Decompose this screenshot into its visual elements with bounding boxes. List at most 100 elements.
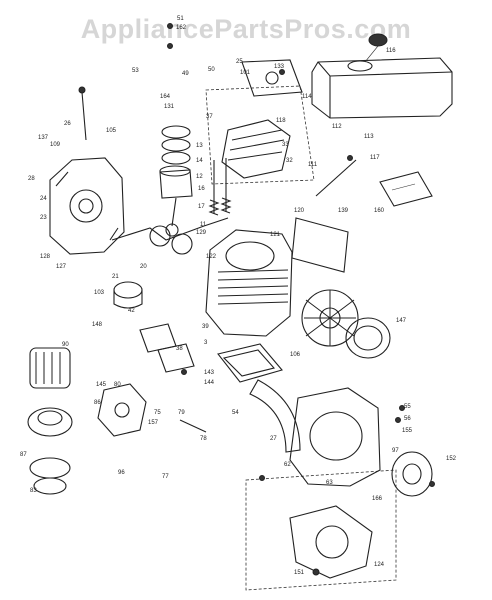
owners-manual xyxy=(379,171,433,207)
callout-96: 96 xyxy=(118,470,125,476)
base-plate xyxy=(217,343,283,383)
callout-148: 148 xyxy=(92,322,103,328)
callout-labels: 51 162 50 49 53 164 101 25 133 116 114 1… xyxy=(20,16,457,576)
callout-112: 112 xyxy=(332,124,342,130)
valve-springs xyxy=(208,158,232,216)
callout-26: 26 xyxy=(64,121,71,127)
intake-gaskets xyxy=(139,323,195,373)
flywheel xyxy=(301,289,359,347)
callout-56: 56 xyxy=(404,416,411,422)
callout-3: 3 xyxy=(204,340,208,346)
callout-50: 50 xyxy=(208,67,215,73)
callout-109: 109 xyxy=(50,142,61,148)
callout-155: 155 xyxy=(402,428,413,434)
callout-114: 114 xyxy=(302,94,312,100)
callout-113: 113 xyxy=(364,134,374,140)
callout-20: 20 xyxy=(140,264,147,270)
callout-63: 63 xyxy=(326,480,333,486)
callout-147: 147 xyxy=(396,318,407,324)
cylinder-block xyxy=(205,229,293,337)
air-cleaner-base xyxy=(29,457,71,495)
air-baffle xyxy=(249,379,301,453)
recoil-starter xyxy=(289,505,373,579)
callout-137: 137 xyxy=(38,135,49,141)
callout-53: 53 xyxy=(132,68,139,74)
callout-111: 111 xyxy=(308,162,318,168)
callout-160: 160 xyxy=(374,208,385,214)
callout-116: 116 xyxy=(386,48,396,54)
callout-13: 13 xyxy=(196,143,203,149)
callout-14: 14 xyxy=(196,158,203,164)
throttle-rod xyxy=(179,159,357,433)
callout-103: 103 xyxy=(94,290,105,296)
callout-80: 80 xyxy=(114,382,121,388)
callout-39: 39 xyxy=(202,324,209,330)
callout-117: 117 xyxy=(370,155,380,161)
callout-87: 87 xyxy=(20,452,27,458)
callout-105: 105 xyxy=(106,128,117,134)
callout-27: 27 xyxy=(270,436,277,442)
callout-12: 12 xyxy=(196,174,203,180)
callout-51: 51 xyxy=(177,16,184,22)
piston xyxy=(159,165,193,199)
breather-plate xyxy=(241,59,303,97)
fuel-tank xyxy=(311,33,453,119)
callout-28: 28 xyxy=(28,176,35,182)
callout-127: 127 xyxy=(56,264,67,270)
carburetor xyxy=(97,383,147,437)
callout-79: 79 xyxy=(178,410,185,416)
callout-75: 75 xyxy=(154,410,161,416)
callout-120: 120 xyxy=(294,208,305,214)
callout-144: 144 xyxy=(204,380,215,386)
callout-145: 145 xyxy=(96,382,107,388)
callout-157: 157 xyxy=(148,420,159,426)
callout-16: 16 xyxy=(198,186,205,192)
callout-83: 83 xyxy=(30,488,37,494)
callout-122: 122 xyxy=(206,254,217,260)
callout-106: 106 xyxy=(290,352,301,358)
cylinder-shield xyxy=(291,217,349,273)
callout-162: 162 xyxy=(176,25,187,31)
callout-38: 38 xyxy=(176,346,183,352)
callout-21: 21 xyxy=(112,274,119,280)
fasteners xyxy=(167,23,435,576)
callout-131: 131 xyxy=(164,104,175,110)
connecting-rod xyxy=(165,197,179,237)
muffler xyxy=(113,281,143,309)
dipstick xyxy=(78,86,87,141)
callout-133: 133 xyxy=(274,64,285,70)
piston-rings xyxy=(161,125,191,165)
callout-54: 54 xyxy=(232,410,239,416)
callout-152: 152 xyxy=(446,456,457,462)
callout-33: 33 xyxy=(282,142,289,148)
callout-25: 25 xyxy=(236,59,243,65)
crankcase-cover xyxy=(49,157,125,255)
callout-164: 164 xyxy=(160,94,171,100)
callout-37: 37 xyxy=(206,114,213,120)
callout-32: 32 xyxy=(286,158,293,164)
callout-55: 55 xyxy=(404,404,411,410)
callout-11: 11 xyxy=(200,222,207,228)
starter-cup xyxy=(391,451,433,497)
callout-118: 118 xyxy=(276,118,286,124)
callout-23: 23 xyxy=(40,215,47,221)
callout-166: 166 xyxy=(372,496,383,502)
air-cleaner-cover xyxy=(27,407,73,437)
callout-129: 129 xyxy=(196,230,207,236)
callout-62: 62 xyxy=(284,462,291,468)
callout-78: 78 xyxy=(200,436,207,442)
callout-139: 139 xyxy=(338,208,349,214)
callout-77: 77 xyxy=(162,474,169,480)
callout-128: 128 xyxy=(40,254,51,260)
callout-17: 17 xyxy=(198,204,205,210)
callout-86: 86 xyxy=(94,400,101,406)
air-filter-element xyxy=(29,347,71,389)
starter-ring xyxy=(345,317,391,359)
callout-97: 97 xyxy=(392,448,399,454)
callout-49: 49 xyxy=(182,71,189,77)
callout-90: 90 xyxy=(62,342,69,348)
callout-151: 151 xyxy=(294,570,305,576)
callout-124: 124 xyxy=(374,562,385,568)
callout-42: 42 xyxy=(128,308,135,314)
